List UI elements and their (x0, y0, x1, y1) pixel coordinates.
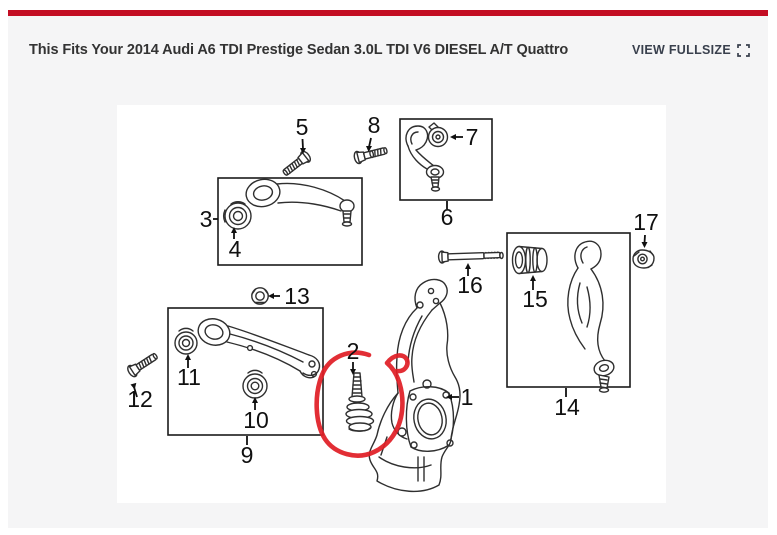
box-lower-rear-arm (506, 232, 631, 388)
part-12-bolt (127, 352, 158, 378)
part-9-lower-front-control-arm (197, 318, 321, 379)
view-fullsize-button[interactable]: VIEW FULLSIZE (632, 43, 750, 57)
part-7-bushing (427, 122, 449, 148)
callout-4-label[interactable]: 4 (229, 236, 242, 262)
view-fullsize-label: VIEW FULLSIZE (631, 43, 731, 57)
callout-8-label[interactable]: 8 (368, 112, 381, 138)
callout-5-label[interactable]: 5 (296, 114, 309, 140)
parts-diagram: 1 2 3 4 5 6 7 8 9 10 11 12 13 14 15 16 1… (127, 112, 659, 493)
fitment-panel: This Fits Your 2014 Audi A6 TDI Prestige… (8, 10, 768, 528)
callout-14-label[interactable]: 14 (554, 394, 580, 420)
callout-13-label[interactable]: 13 (284, 283, 310, 309)
callout-9-label[interactable]: 9 (241, 442, 254, 468)
fullscreen-expand-icon (737, 43, 750, 57)
header-row: This Fits Your 2014 Audi A6 TDI Prestige… (8, 16, 768, 84)
callout-3-label[interactable]: 3 (200, 206, 213, 232)
part-15-bushing (511, 245, 548, 275)
callout-arrows (130, 134, 648, 445)
part-1-steering-knuckle (368, 278, 461, 493)
callout-2-label[interactable]: 2 (347, 338, 360, 364)
part-8-bolt (353, 147, 388, 165)
part-13-nut (251, 287, 269, 305)
callout-6-label[interactable]: 6 (441, 204, 454, 230)
part-5-bolt (282, 150, 312, 176)
part-3-upper-front-control-arm (245, 178, 355, 227)
box-upper-front-arm (217, 177, 363, 266)
part-16-bolt (437, 250, 504, 264)
callout-10-label[interactable]: 10 (243, 407, 269, 433)
part-14-lower-rear-control-arm (567, 240, 615, 393)
callout-7-label[interactable]: 7 (466, 124, 479, 150)
callout-17-label[interactable]: 17 (633, 209, 659, 235)
highlight-circle-part-2 (314, 350, 410, 458)
part-17-nut (632, 249, 655, 269)
part-4-bushing (223, 201, 252, 230)
part-11-bushing (174, 327, 198, 355)
part-2-ball-joint (345, 372, 375, 432)
accent-bar (8, 10, 768, 16)
callout-15-label[interactable]: 15 (522, 286, 548, 312)
callout-1-label[interactable]: 1 (461, 384, 474, 410)
fitment-statement: This Fits Your 2014 Audi A6 TDI Prestige… (29, 42, 569, 58)
callout-12-label[interactable]: 12 (127, 386, 153, 412)
part-6-upper-rear-control-arm (405, 125, 445, 192)
callout-16-label[interactable]: 16 (457, 272, 483, 298)
part-10-bushing (242, 369, 268, 399)
callout-11-label[interactable]: 11 (177, 364, 201, 390)
box-upper-rear-arm (399, 118, 493, 201)
parts-diagram-canvas[interactable]: 1 2 3 4 5 6 7 8 9 10 11 12 13 14 15 16 1… (117, 105, 666, 503)
